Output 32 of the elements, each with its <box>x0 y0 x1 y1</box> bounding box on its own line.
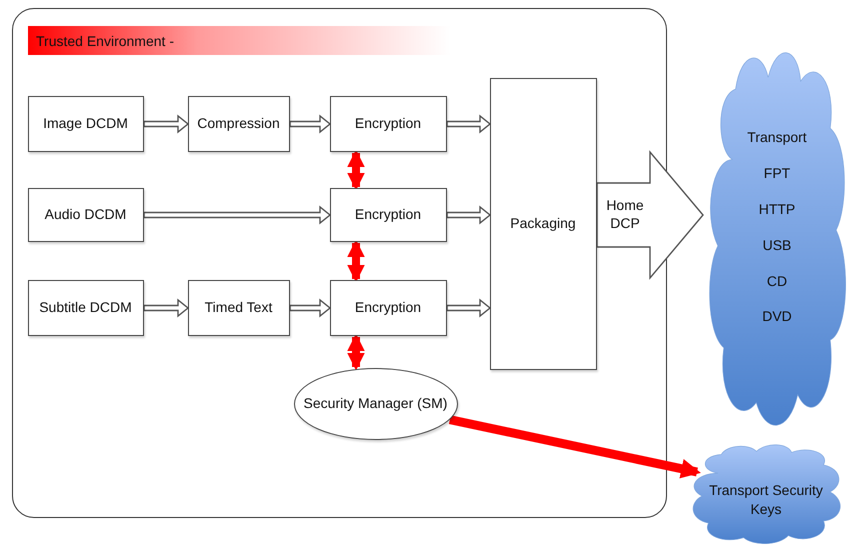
cloud-text: DVD <box>762 307 792 326</box>
process-box: Encryption <box>330 280 446 336</box>
cloud-text: HTTP <box>758 200 796 219</box>
hollow-arrow <box>143 114 190 134</box>
hollow-arrow <box>143 298 190 318</box>
block-arrow <box>596 150 704 280</box>
hollow-arrow <box>289 298 332 318</box>
cloud-text: FPT <box>764 164 790 183</box>
arrow <box>448 415 701 478</box>
process-box: Image DCDM <box>28 96 144 152</box>
process-box: Compression <box>188 96 290 152</box>
hollow-arrow <box>446 298 492 318</box>
edge-label: Home DCP <box>605 196 645 232</box>
cloud-text: Transport Security Keys <box>708 481 824 519</box>
process-box: Encryption <box>330 188 446 242</box>
cloud-text: CD <box>766 272 788 290</box>
process-box: Packaging <box>490 78 596 370</box>
process-box: Audio DCDM <box>28 188 144 242</box>
process-box: Encryption <box>330 96 446 152</box>
arrow <box>347 333 365 371</box>
process-box: Timed Text <box>188 280 290 336</box>
process-box: Subtitle DCDM <box>28 280 144 336</box>
hollow-arrow <box>289 114 332 134</box>
hollow-arrow <box>143 206 332 224</box>
arrow <box>347 239 365 283</box>
hollow-arrow <box>446 114 492 134</box>
trusted-environment-panel <box>12 8 667 518</box>
cloud-text: Transport <box>747 128 807 147</box>
cloud-text: USB <box>762 236 792 255</box>
process-ellipse: Security Manager (SM) <box>294 368 458 440</box>
arrow <box>347 149 365 191</box>
hollow-arrow <box>446 206 492 224</box>
